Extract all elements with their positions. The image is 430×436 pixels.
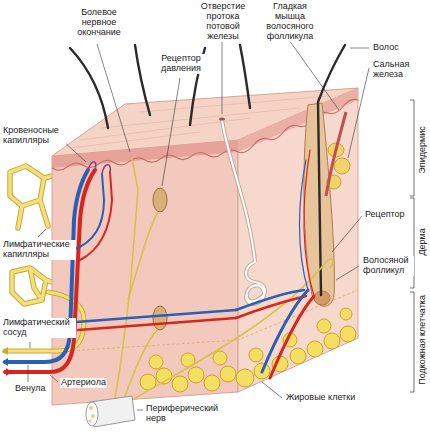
- front-face: [52, 140, 238, 405]
- arrector-muscle: [326, 112, 346, 196]
- part-label: Рецептор давления: [150, 54, 212, 74]
- layer-label: Подкожная клетчатка: [418, 294, 428, 386]
- sebaceous-lobe: [334, 158, 350, 174]
- sweat-pore: [219, 117, 225, 120]
- part-label: Артериола: [60, 378, 107, 388]
- flow-arrow: [2, 347, 8, 355]
- fat-cell: [340, 308, 352, 320]
- flow-arrow: [6, 368, 12, 376]
- fat-cell: [317, 319, 331, 333]
- part-label: Гладкая мышца волосяного фолликула: [256, 2, 324, 42]
- part-label: Рецептор: [364, 210, 406, 220]
- hair: [318, 45, 345, 295]
- hairs: [70, 45, 345, 295]
- pressure-receptor: [153, 188, 167, 212]
- fat-cell: [172, 376, 188, 392]
- nerve-fascicle: [91, 414, 95, 418]
- part-label: Болевое нервное окончание: [62, 8, 136, 38]
- leader-line: [332, 216, 362, 252]
- fat-cell: [188, 367, 204, 383]
- part-label: Жировые клетки: [285, 393, 356, 403]
- part-label: Лимфатический сосуд: [2, 318, 76, 338]
- fat-cell: [204, 375, 220, 391]
- leader-line: [262, 382, 282, 398]
- part-label: Сальная железа: [372, 60, 420, 80]
- part-label: Кровеносные капилляры: [2, 126, 66, 146]
- fat-cell: [236, 369, 254, 387]
- leader-line: [336, 266, 359, 280]
- fat-cells: [140, 308, 356, 392]
- fat-cell: [290, 348, 306, 364]
- fat-cell: [220, 366, 236, 382]
- flow-arrow: [2, 358, 8, 366]
- layer-brackets: [410, 100, 414, 392]
- part-label: Лимфатические капилляры: [2, 240, 76, 260]
- nerve-fibres: [112, 158, 333, 410]
- nerve-fibre: [128, 212, 158, 300]
- leader-line: [222, 40, 223, 114]
- layer-bracket: [410, 100, 414, 196]
- follicle-capillary: [300, 160, 309, 290]
- fat-cell: [307, 341, 323, 357]
- part-label: Венула: [14, 384, 47, 394]
- leader-line: [289, 40, 339, 110]
- right-face: [238, 88, 358, 392]
- part-label: Волосяной фолликул: [362, 256, 414, 276]
- lymph-mesh-fill: [10, 166, 52, 304]
- nerve-fascicle: [88, 419, 91, 422]
- leader-line: [30, 342, 31, 348]
- epidermis-right: [238, 88, 358, 152]
- nerve-fascicle: [89, 406, 93, 410]
- dermal-papillae: [52, 150, 238, 170]
- sweat-gland-coil: [246, 262, 265, 304]
- capillary-loop: [102, 165, 110, 174]
- fat-cell: [340, 326, 356, 342]
- follicle-capillary: [304, 150, 314, 296]
- fat-cell: [249, 348, 263, 362]
- venule-right: [262, 290, 308, 372]
- hair: [240, 45, 250, 108]
- arteriole-branch: [80, 172, 112, 260]
- vessels: [5, 150, 314, 378]
- leader-line: [162, 78, 180, 186]
- part-label: Отверстие протока потовой железы: [190, 2, 256, 42]
- layer-label: Эпидермис: [418, 125, 428, 174]
- layer-bracket: [410, 292, 414, 392]
- sebaceous-gland: [327, 143, 350, 189]
- fat-cell: [149, 355, 163, 369]
- part-label: Периферический нерв: [145, 404, 227, 424]
- leader-line: [97, 44, 130, 152]
- capillary-loop: [88, 162, 96, 170]
- leader-line: [348, 68, 369, 158]
- nerve-fibre: [132, 259, 333, 400]
- fat-cell: [324, 333, 340, 349]
- sweat-duct: [222, 120, 255, 262]
- venule-plexus: [76, 310, 236, 322]
- sweat-gland-coil: [246, 262, 265, 304]
- venule-branch: [73, 174, 104, 250]
- leader-line: [38, 229, 46, 237]
- hair: [70, 48, 108, 128]
- leader-line: [350, 48, 369, 49]
- leader-line: [137, 410, 143, 411]
- sweat-duct: [222, 120, 255, 262]
- leader-line: [28, 365, 29, 382]
- lymph-mesh-edge: [10, 166, 52, 304]
- lymph-mesh: [10, 166, 52, 304]
- leader-lines: [28, 40, 369, 410]
- layer-label: Дерма: [418, 227, 428, 256]
- arteriole: [5, 170, 95, 372]
- nerve-fibre: [122, 330, 158, 404]
- peripheral-nerve-end: [86, 402, 98, 426]
- pressure-receptor: [153, 306, 167, 330]
- fat-cell: [213, 351, 227, 365]
- hair: [135, 45, 150, 115]
- part-label: Волос: [372, 43, 400, 53]
- leader-line: [50, 375, 58, 382]
